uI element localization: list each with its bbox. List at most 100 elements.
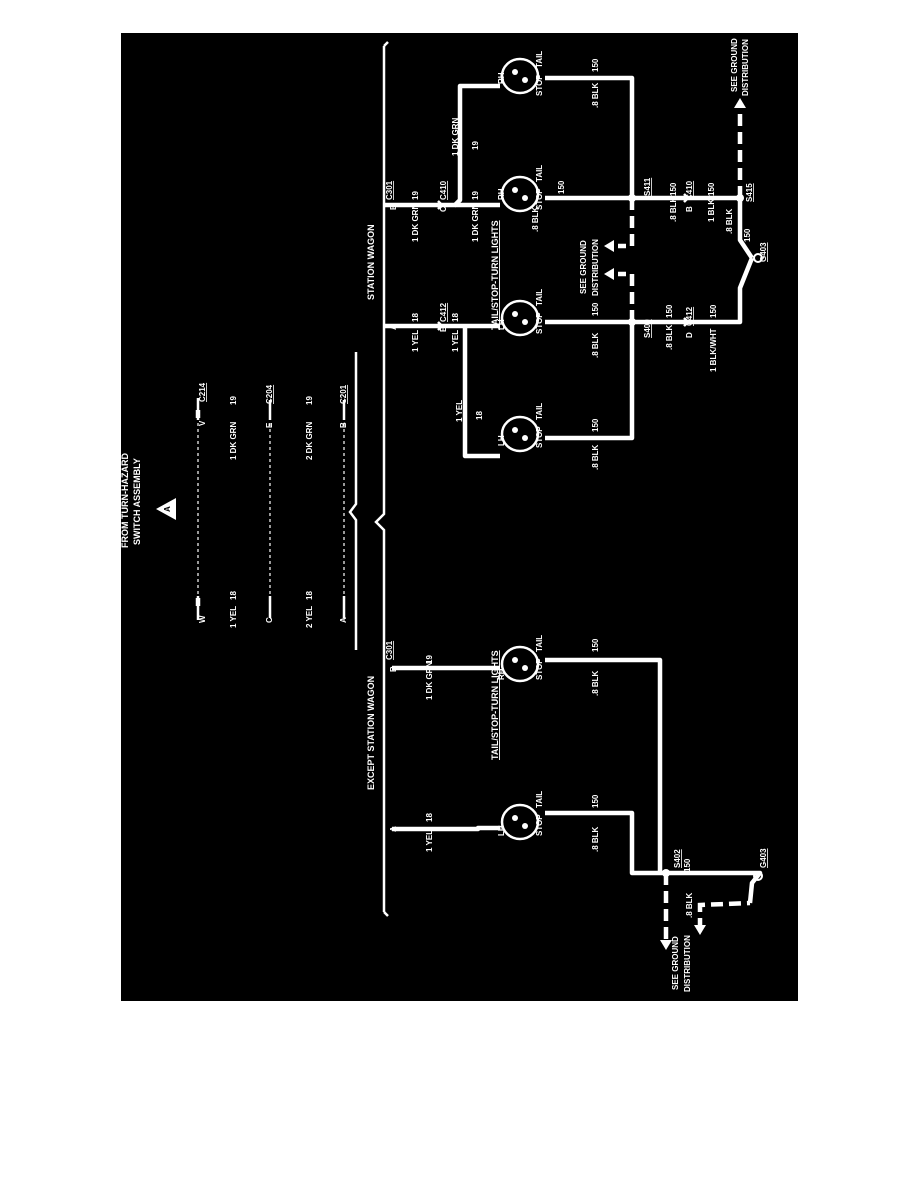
svg-text:STOP: STOP: [535, 188, 544, 210]
svg-text:STATION WAGON: STATION WAGON: [366, 224, 376, 300]
lamp-wagon-lh-outer: [500, 415, 540, 453]
svg-text:TAIL/STOP-TURN LIGHTS: TAIL/STOP-TURN LIGHTS: [490, 650, 500, 760]
svg-text:E: E: [439, 326, 448, 332]
svg-text:1 YEL: 1 YEL: [455, 400, 464, 422]
svg-text:C301: C301: [385, 180, 394, 200]
svg-text:G403: G403: [759, 242, 768, 262]
svg-text:19: 19: [471, 191, 480, 200]
ground-arrow-icon: [660, 940, 672, 950]
svg-text:C214: C214: [198, 382, 207, 402]
svg-text:B: B: [685, 206, 694, 212]
svg-text:1 DK GRN: 1 DK GRN: [229, 422, 238, 460]
svg-text:150: 150: [591, 58, 600, 72]
svg-text:1 DK GRN: 1 DK GRN: [411, 204, 420, 242]
svg-text:B: B: [389, 666, 398, 672]
wiring-diagram-svg: FROM TURN-HAZARD SWITCH ASSEMBLY A EXCEP…: [121, 38, 768, 992]
source-bus-labels: W 1 YEL 18 V 1 DK GRN 19 C214 C E C204 2…: [198, 382, 348, 628]
svg-text:S402: S402: [673, 849, 682, 868]
svg-text:C410: C410: [439, 180, 448, 200]
svg-text:19: 19: [305, 396, 314, 405]
svg-text:LH: LH: [497, 825, 506, 836]
svg-text:TAIL: TAIL: [535, 51, 544, 68]
svg-text:S409: S409: [643, 319, 652, 338]
svg-text:RH: RH: [497, 72, 506, 84]
svg-text:TAIL: TAIL: [535, 289, 544, 306]
svg-text:1 YEL: 1 YEL: [425, 830, 434, 852]
svg-text:B: B: [339, 422, 348, 428]
svg-text:18: 18: [411, 313, 420, 322]
svg-text:150: 150: [743, 228, 752, 242]
svg-text:C204: C204: [265, 384, 274, 404]
svg-text:TAIL: TAIL: [535, 791, 544, 808]
svg-text:D: D: [685, 332, 694, 338]
svg-text:C: C: [265, 617, 274, 623]
svg-text:150: 150: [591, 794, 600, 808]
svg-text:19: 19: [229, 396, 238, 405]
svg-text:.8 BLK: .8 BLK: [531, 206, 540, 232]
svg-text:SEE GROUND: SEE GROUND: [579, 240, 588, 294]
svg-text:W: W: [198, 615, 207, 623]
svg-text:18: 18: [475, 411, 484, 420]
svg-text:150: 150: [669, 182, 678, 196]
svg-text:150: 150: [591, 302, 600, 316]
svg-text:E: E: [265, 422, 274, 428]
svg-text:TAIL: TAIL: [535, 165, 544, 182]
lamps: [500, 57, 540, 841]
svg-text:C412: C412: [439, 302, 448, 322]
svg-text:18: 18: [451, 313, 460, 322]
svg-text:STOP: STOP: [535, 814, 544, 836]
svg-text:DISTRIBUTION: DISTRIBUTION: [683, 935, 692, 992]
svg-text:19: 19: [425, 655, 434, 664]
svg-text:.8 BLK: .8 BLK: [685, 892, 694, 918]
wagon-labels: A B C301 1 YEL 18 1 DK GRN 19 E C412 C C…: [385, 38, 768, 470]
svg-text:C301: C301: [385, 640, 394, 660]
svg-text:RH: RH: [497, 668, 506, 680]
svg-text:1 DK GRN: 1 DK GRN: [471, 204, 480, 242]
svg-text:V: V: [198, 420, 207, 426]
lamp-wagon-lh-inner: [500, 299, 540, 337]
svg-text:.8 BLK: .8 BLK: [591, 444, 600, 470]
svg-text:LH: LH: [497, 435, 506, 446]
svg-text:A: A: [389, 826, 398, 832]
svg-text:1 DK GRN: 1 DK GRN: [425, 662, 434, 700]
svg-text:2 DK GRN: 2 DK GRN: [305, 422, 314, 460]
svg-text:STOP: STOP: [535, 74, 544, 96]
svg-text:150: 150: [557, 180, 566, 194]
svg-text:150: 150: [591, 638, 600, 652]
svg-text:18: 18: [425, 813, 434, 822]
svg-text:EXCEPT STATION WAGON: EXCEPT STATION WAGON: [366, 676, 376, 790]
svg-text:150: 150: [683, 858, 692, 872]
svg-text:1 DK GRN: 1 DK GRN: [451, 118, 460, 156]
lamp-wagon-rh-outer: [500, 57, 540, 95]
svg-text:RH: RH: [497, 188, 506, 200]
svg-text:19: 19: [411, 191, 420, 200]
svg-text:.8 BLK: .8 BLK: [725, 208, 734, 234]
svg-text:150: 150: [665, 304, 674, 318]
svg-text:G403: G403: [759, 848, 768, 868]
svg-text:FROM TURN-HAZARD: FROM TURN-HAZARD: [121, 453, 130, 548]
svg-text:C: C: [439, 206, 448, 212]
svg-text:S411: S411: [643, 177, 652, 196]
svg-text:STOP: STOP: [535, 658, 544, 680]
svg-text:.8 BLK: .8 BLK: [591, 332, 600, 358]
svg-text:STOP: STOP: [535, 312, 544, 334]
svg-text:DISTRIBUTION: DISTRIBUTION: [741, 39, 750, 96]
svg-text:STOP: STOP: [535, 426, 544, 448]
ground-arrow-icon: [604, 240, 614, 252]
svg-text:A: A: [389, 324, 398, 330]
ground-arrow-icon: [734, 98, 746, 108]
svg-text:19: 19: [471, 141, 480, 150]
svg-text:1 BLK: 1 BLK: [707, 199, 716, 222]
source-title: FROM TURN-HAZARD SWITCH ASSEMBLY A: [121, 453, 172, 548]
svg-text:150: 150: [709, 304, 718, 318]
svg-text:.8 BLK: .8 BLK: [669, 196, 678, 222]
svg-text:S415: S415: [745, 183, 754, 202]
svg-text:1 YEL: 1 YEL: [229, 606, 238, 628]
wiring-diagram: FROM TURN-HAZARD SWITCH ASSEMBLY A EXCEP…: [121, 33, 798, 1001]
lamp-wagon-rh-inner: [500, 175, 540, 213]
svg-text:.8 BLK: .8 BLK: [591, 826, 600, 852]
source-badge: [156, 498, 176, 520]
svg-text:.8 BLK: .8 BLK: [591, 82, 600, 108]
svg-text:18: 18: [305, 591, 314, 600]
source-bus: [195, 398, 346, 620]
